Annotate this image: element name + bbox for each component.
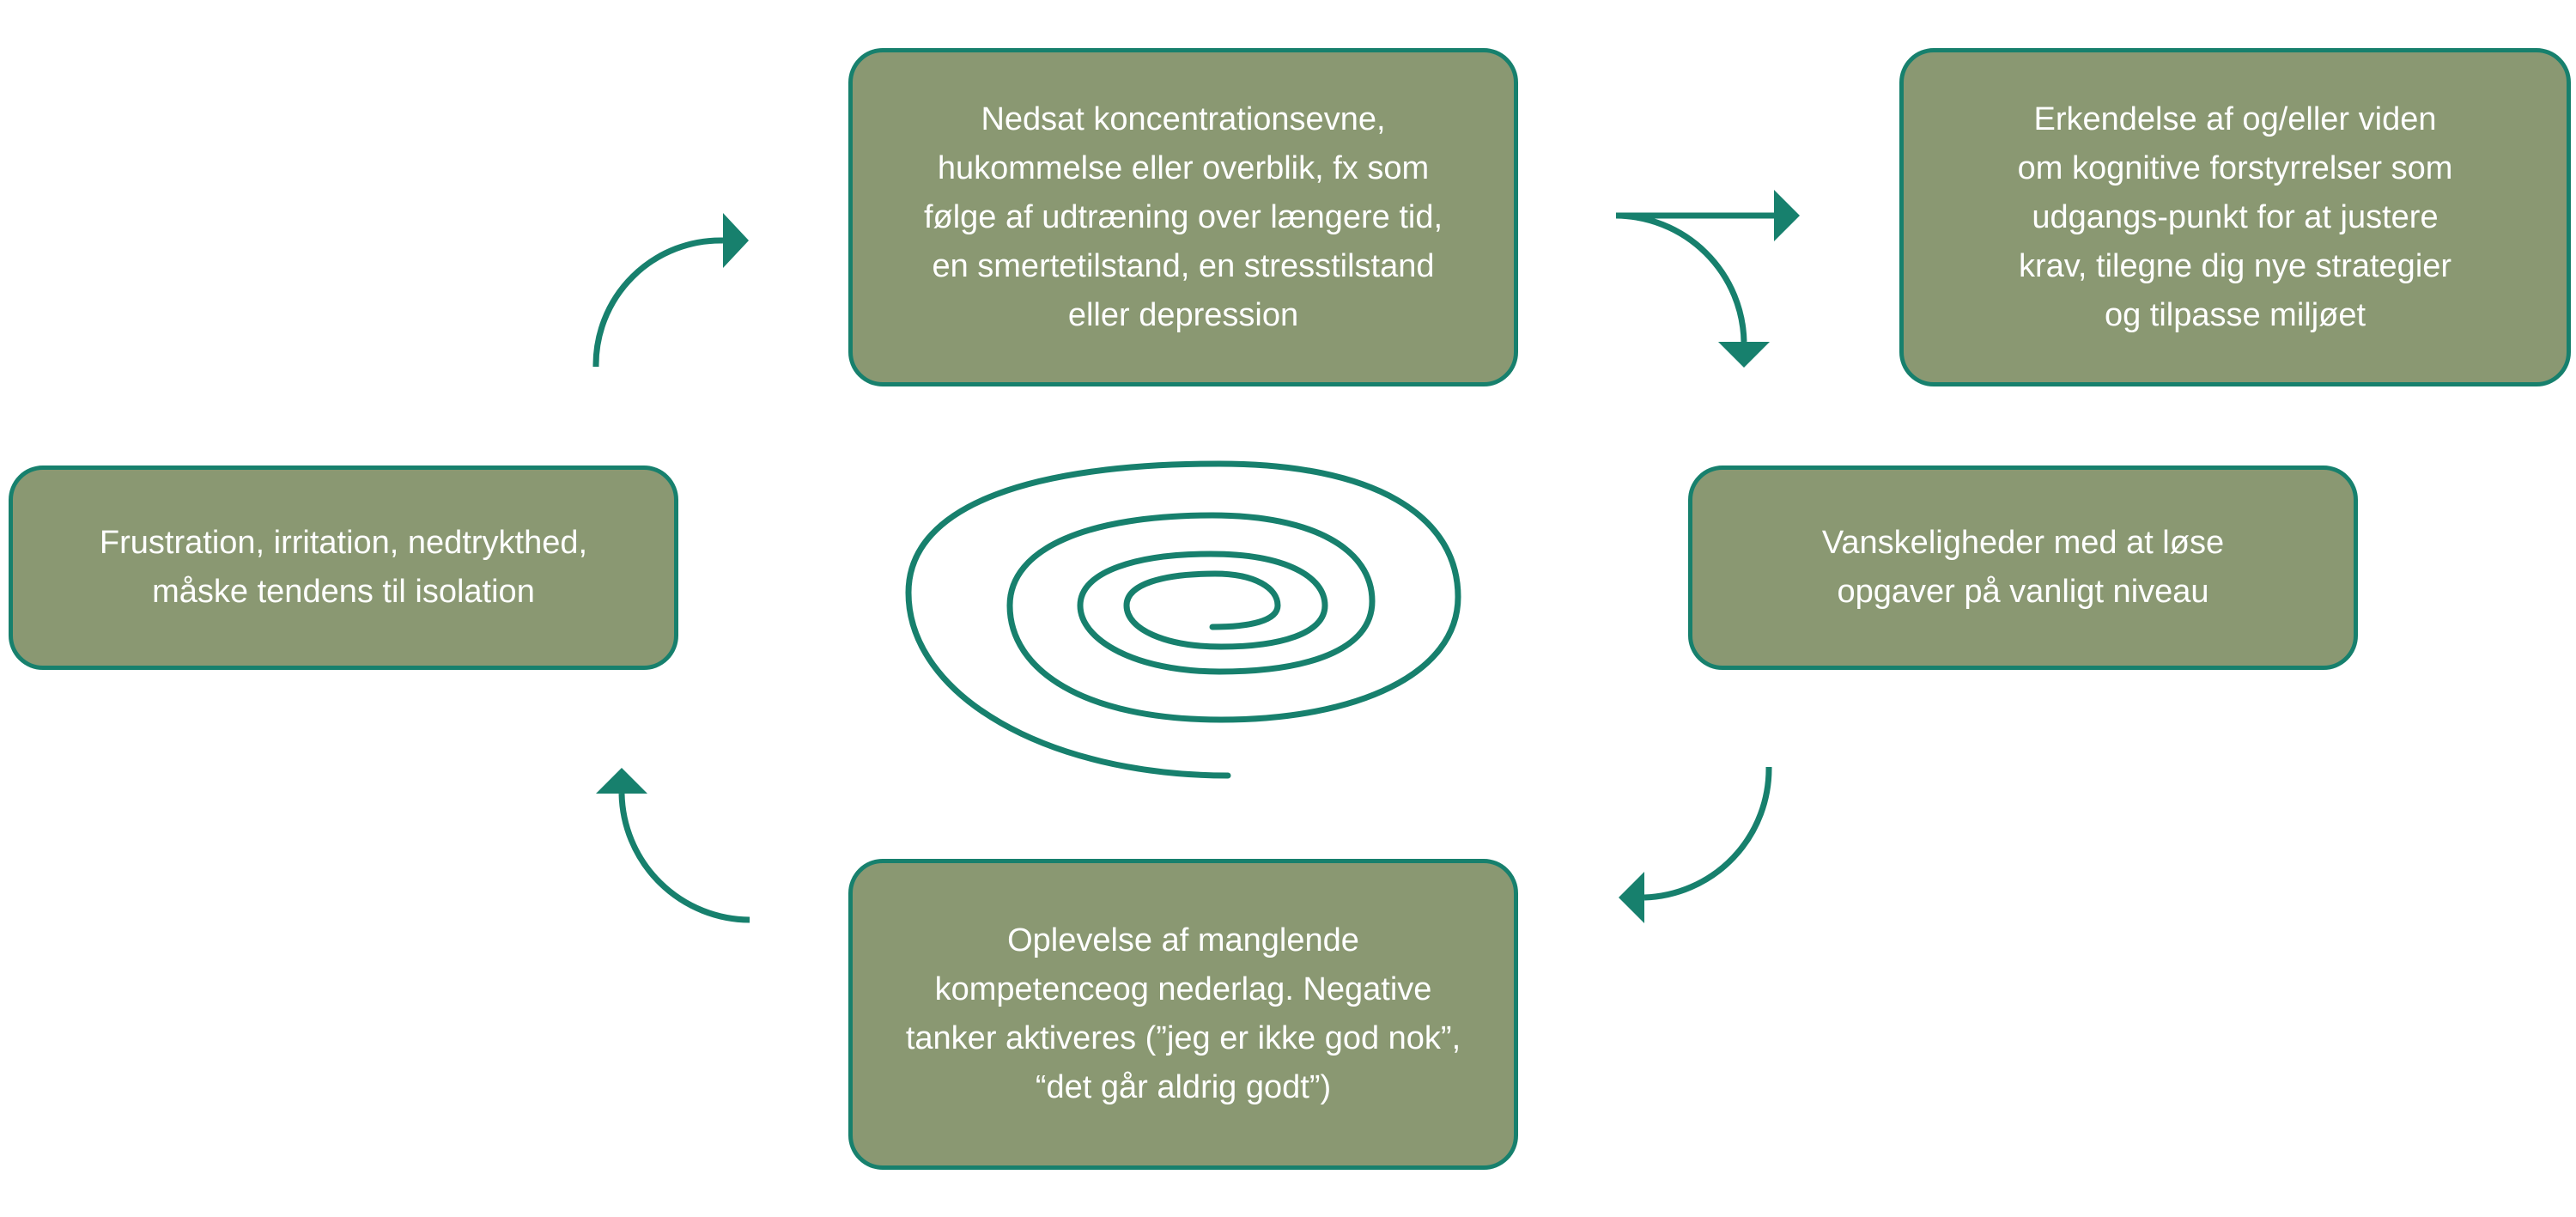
arrowhead-down-icon xyxy=(1718,342,1770,368)
curved-arrow-icon xyxy=(592,237,724,368)
spiral-icon xyxy=(905,460,1461,779)
curved-arrow-icon xyxy=(618,793,750,923)
top-center-box: Nedsat koncentrationsevne, hukommelse el… xyxy=(848,48,1518,386)
curved-arrow-icon xyxy=(1643,766,1772,901)
left-box: Frustration, irritation, nedtrykthed, må… xyxy=(9,466,678,670)
arrowhead-up-icon xyxy=(596,768,647,794)
arrowhead-icon xyxy=(723,213,749,268)
arrowhead-left-icon xyxy=(1619,872,1644,923)
split-arrow-curve xyxy=(1615,212,1747,343)
bottom-box: Oplevelse af manglende kompetenceog nede… xyxy=(848,859,1518,1170)
top-right-box: Erkendelse af og/eller viden om kognitiv… xyxy=(1899,48,2571,386)
right-box: Vanskeligheder med at løse opgaver på va… xyxy=(1688,466,2358,670)
arrowhead-right-icon xyxy=(1774,190,1800,241)
